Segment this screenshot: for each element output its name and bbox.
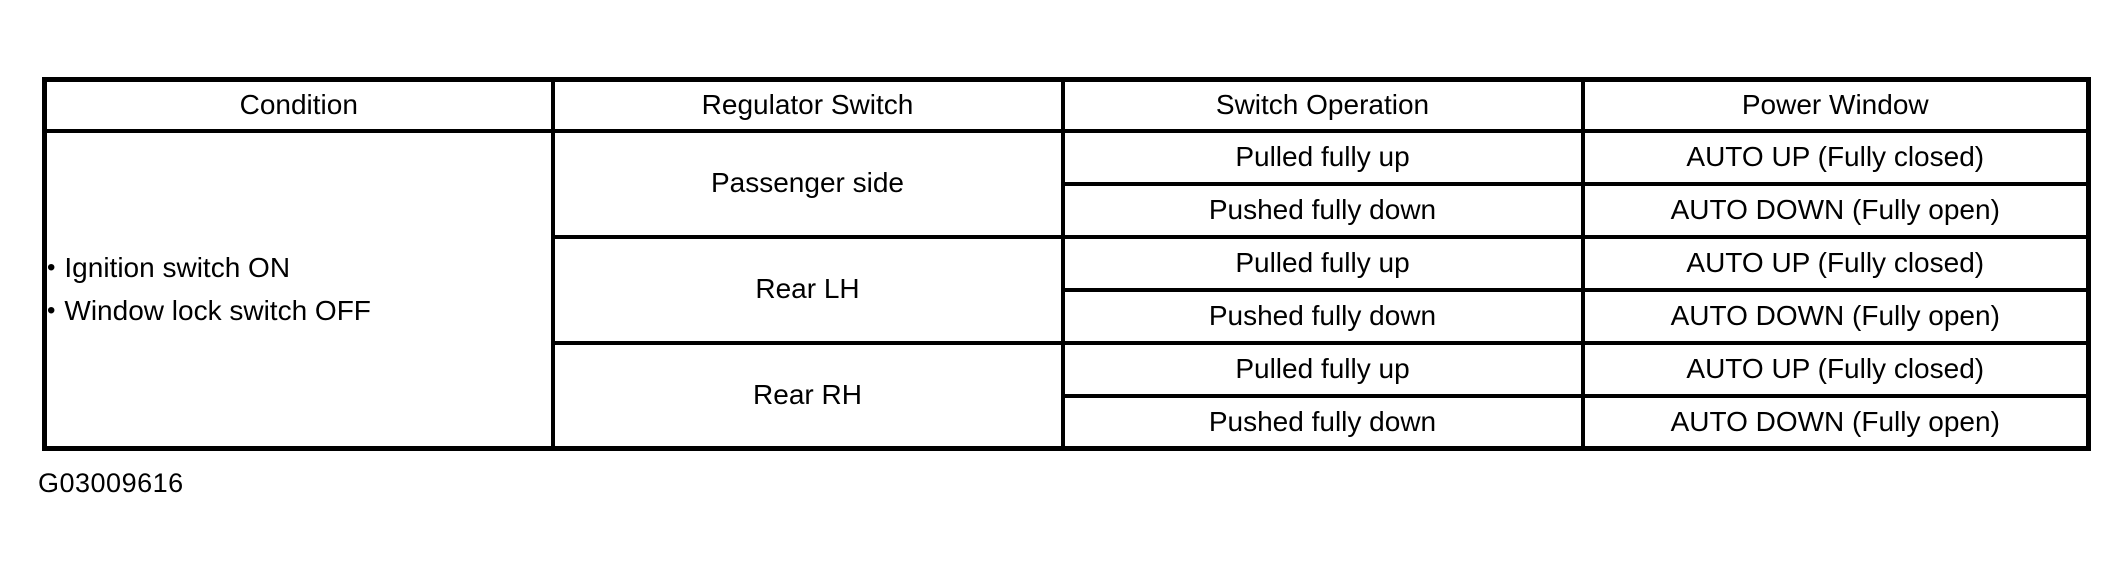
condition-cell: • Ignition switch ON • Window lock switc… [42, 128, 555, 451]
power-window-cell: AUTO UP (Fully closed) [1580, 128, 2091, 186]
regulator-cell-rear-lh: Rear LH [550, 234, 1065, 345]
table-row: Rear RH Pulled fully up AUTO UP (Fully c… [45, 340, 2091, 451]
header-switch-operation: Switch Operation [1060, 77, 1585, 133]
header-condition: Condition [42, 77, 555, 133]
condition-text: Window lock switch OFF [64, 295, 371, 327]
header-regulator-switch: Regulator Switch [550, 77, 1065, 133]
power-window-spec-table: Condition Regulator Switch Switch Operat… [42, 77, 2091, 451]
table-row: Pushed fully down AUTO DOWN (Fully open) [45, 181, 2091, 239]
regulator-cell-passenger-side: Passenger side [550, 128, 1065, 239]
header-row: Condition Regulator Switch Switch Operat… [42, 77, 2091, 133]
table-row: Pushed fully down AUTO DOWN (Fully open) [45, 287, 2091, 345]
switch-operation-cell: Pulled fully up [1060, 234, 1585, 292]
bullet-icon: • [47, 254, 56, 282]
table-row: Pushed fully down AUTO DOWN (Fully open) [45, 393, 2091, 451]
switch-operation-cell: Pushed fully down [1060, 287, 1585, 345]
condition-item-window-lock: • Window lock switch OFF [47, 289, 549, 332]
header-power-window: Power Window [1580, 77, 2091, 133]
power-window-cell: AUTO DOWN (Fully open) [1580, 181, 2091, 239]
switch-operation-cell: Pulled fully up [1060, 340, 1585, 398]
power-window-cell: AUTO DOWN (Fully open) [1580, 287, 2091, 345]
regulator-cell-rear-rh: Rear RH [550, 340, 1065, 451]
switch-operation-cell: Pulled fully up [1060, 128, 1585, 186]
figure-code: G03009616 [38, 468, 184, 498]
switch-operation-cell: Pushed fully down [1060, 181, 1585, 239]
condition-item-ignition: • Ignition switch ON [47, 246, 549, 289]
power-window-cell: AUTO UP (Fully closed) [1580, 340, 2091, 398]
condition-text: Ignition switch ON [64, 252, 291, 284]
table-row: Rear LH Pulled fully up AUTO UP (Fully c… [45, 234, 2091, 345]
switch-operation-cell: Pushed fully down [1060, 393, 1585, 451]
power-window-cell: AUTO DOWN (Fully open) [1580, 393, 2091, 451]
power-window-cell: AUTO UP (Fully closed) [1580, 234, 2091, 292]
table-row: • Ignition switch ON • Window lock switc… [42, 128, 2091, 451]
bullet-icon: • [47, 297, 56, 325]
